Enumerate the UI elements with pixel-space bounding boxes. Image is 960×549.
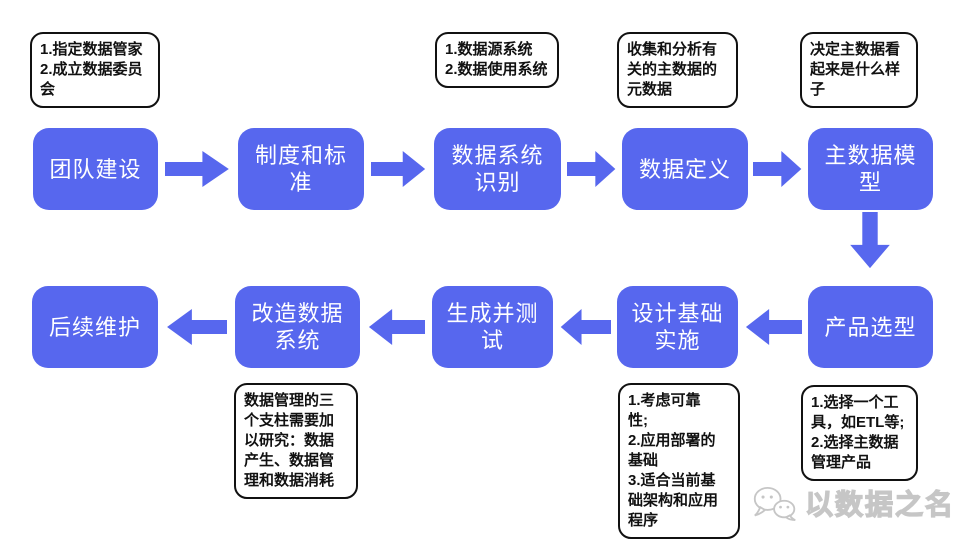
arrow-left-icon xyxy=(560,309,611,345)
annotation-rebuild-systems: 数据管理的三 个支柱需要加 以研究：数据 产生、数据管 理和数据消耗 xyxy=(234,383,358,499)
arrow-down-icon xyxy=(850,212,890,269)
flow-node-team-building: 团队建设 xyxy=(33,128,158,210)
flow-node-build-and-test: 生成并测 试 xyxy=(432,286,553,368)
annotation-team-building: 1.指定数据管家 2.成立数据委员 会 xyxy=(30,32,160,108)
watermark-text: 以数据之名 xyxy=(804,488,956,520)
arrow-right-icon xyxy=(567,151,616,187)
arrow-right-icon xyxy=(165,151,229,187)
flow-node-data-definition: 数据定义 xyxy=(622,128,748,210)
annotation-data-definition: 收集和分析有 关的主数据的 元数据 xyxy=(617,32,738,108)
annotation-product-selection: 1.选择一个工 具，如ETL等; 2.选择主数据 管理产品 xyxy=(801,385,918,481)
flow-node-design-foundation-implementation: 设计基础 实施 xyxy=(617,286,738,368)
flow-node-product-selection: 产品选型 xyxy=(808,286,933,368)
flow-node-data-system-identification: 数据系统 识别 xyxy=(434,128,561,210)
flow-node-rules-and-standards: 制度和标 准 xyxy=(238,128,364,210)
wechat-icon xyxy=(753,486,796,521)
arrow-right-icon xyxy=(371,151,426,187)
annotation-design-foundation: 1.考虑可靠 性; 2.应用部署的 基础 3.适合当前基 础架构和应用 程序 xyxy=(618,383,740,539)
flow-node-rebuild-data-systems: 改造数据 系统 xyxy=(235,286,360,368)
flow-node-follow-up-maintenance: 后续维护 xyxy=(32,286,158,368)
flow-node-master-data-model: 主数据模 型 xyxy=(808,128,933,210)
watermark: 以数据之名 xyxy=(752,483,955,523)
annotation-master-data-model: 决定主数据看 起来是什么样 子 xyxy=(800,32,918,108)
arrow-left-icon xyxy=(745,309,802,345)
arrow-right-icon xyxy=(753,151,802,187)
annotation-data-system: 1.数据源系统 2.数据使用系统 xyxy=(435,32,559,88)
arrow-left-icon xyxy=(368,309,425,345)
arrow-left-icon xyxy=(167,309,227,345)
